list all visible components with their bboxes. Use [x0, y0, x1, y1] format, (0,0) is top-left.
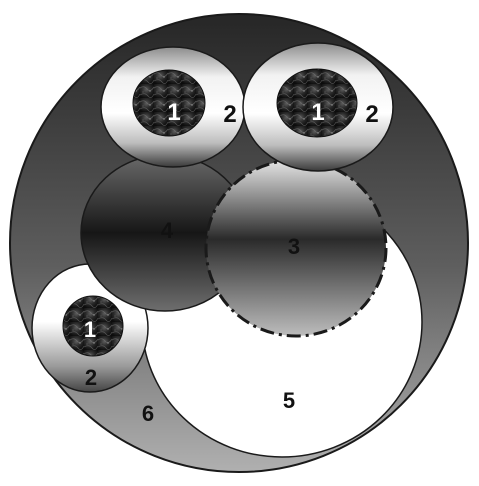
label-left-eye-ring: 2 — [223, 101, 236, 128]
label-region-6: 6 — [142, 401, 154, 426]
label-right-eye-core: 1 — [311, 99, 324, 126]
label-region-4: 4 — [161, 218, 174, 243]
label-left-eye-core: 1 — [167, 99, 180, 126]
label-small-eye-ring: 2 — [85, 365, 97, 390]
label-right-eye-ring: 2 — [365, 101, 378, 128]
label-region-3: 3 — [288, 234, 300, 259]
label-region-5: 5 — [283, 388, 295, 413]
label-small-eye-core: 1 — [84, 317, 96, 342]
